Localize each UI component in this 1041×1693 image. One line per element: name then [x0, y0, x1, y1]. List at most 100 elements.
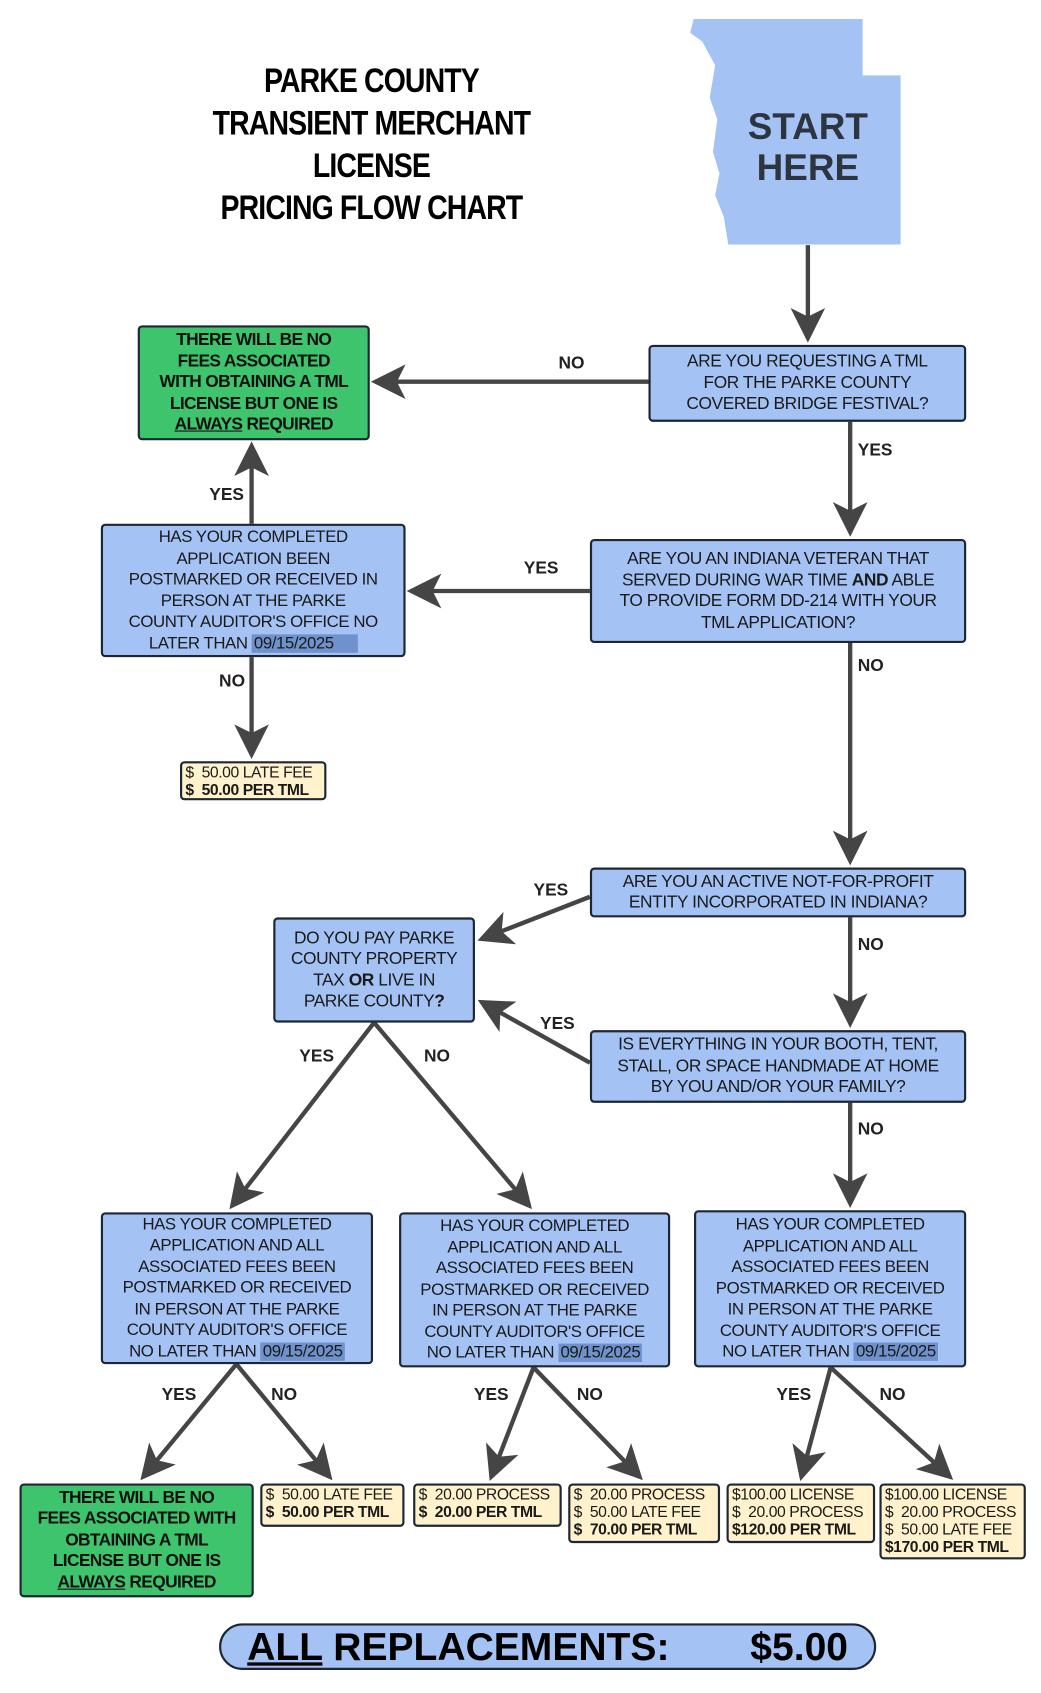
arrow	[234, 1362, 333, 1481]
text-line: TML APPLICATION?	[700, 613, 856, 632]
text-line: HAS YOUR COMPLETED	[735, 1215, 925, 1235]
text-line: FOR THE PARKE COUNTY	[703, 373, 912, 393]
text-line: FEES ASSOCIATED	[177, 352, 331, 371]
nonprofit-question: ARE YOU AN ACTIVE NOT-FOR-PROFIT ENTITY I…	[589, 867, 967, 918]
text-line: $ 20.00 PROCESS	[418, 1486, 551, 1505]
text-line: IS EVERYTHING IN YOUR BOOTH, TENT,	[618, 1035, 938, 1055]
text-line: COUNTY PROPERTY	[290, 949, 458, 969]
text-line: ?	[434, 992, 445, 1011]
no-label: NO	[857, 657, 884, 676]
text-line: PRICING FLOW CHART	[220, 187, 524, 227]
replacement-price: $5.00	[750, 1624, 849, 1669]
text-line: HAS YOUR COMPLETED	[142, 1215, 332, 1234]
no-label: NO	[879, 1385, 906, 1405]
page-title: PARKE COUNTY TRANSIENT MERCHANT LICENSE …	[174, 60, 570, 229]
text-line: COUNTY AUDITOR'S OFFICE	[719, 1321, 941, 1341]
text-line: $ 50.00 LATE FEE	[185, 764, 313, 782]
text-line: PARKE COUNTY	[303, 992, 435, 1011]
fee-box: $100.00 LICENSE$ 20.00 PROCESS$120.00 PE…	[726, 1483, 876, 1544]
text-line: ALL	[247, 1624, 323, 1669]
text-line: $ 20.00 PER TML	[418, 1504, 543, 1522]
text-line: TAX	[313, 971, 349, 990]
text-line: $ 20.00 PROCESS	[573, 1486, 706, 1505]
deadline-question-resident: HAS YOUR COMPLETED APPLICATION AND ALL ASS…	[100, 1212, 374, 1365]
deadline-date: 09/15/2025	[260, 1342, 345, 1361]
text-line: LIVE IN	[373, 971, 436, 990]
fee-box: $ 20.00 PROCESS$ 20.00 PER TML	[413, 1483, 562, 1527]
text-line: IN PERSON AT THE PARKE	[727, 1300, 933, 1319]
text-line: LATER THAN	[148, 633, 252, 653]
text-line: START	[747, 106, 868, 148]
arrow	[140, 1362, 239, 1481]
fee-box: $ 50.00 LATE FEE$ 50.00 PER TML	[260, 1483, 405, 1527]
text-line: $120.00 PER TML	[731, 1521, 856, 1539]
text-line: NO LATER THAN	[426, 1343, 559, 1363]
text-line: REPLACEMENTS:	[322, 1624, 670, 1669]
arrow	[229, 1021, 376, 1210]
text-line: LICENSE BUT ONE IS	[52, 1552, 221, 1571]
yes-label: YES	[161, 1385, 197, 1405]
yes-label: YES	[209, 485, 245, 505]
no-label: NO	[857, 1120, 884, 1139]
text-line: HAS YOUR COMPLETED	[440, 1216, 630, 1236]
deadline-date: 09/15/2025	[558, 1343, 643, 1363]
text-line: COUNTY AUDITOR'S OFFICE	[424, 1322, 645, 1342]
text-line: PERSON AT THE PARKE	[160, 591, 346, 610]
text-line: POSTMARKED OR RECEIVED	[420, 1280, 649, 1299]
arrow	[792, 1366, 833, 1482]
text-line: ARE YOU REQUESTING A TML	[687, 352, 928, 372]
text-line: ABLE	[888, 570, 935, 590]
text-line: STALL, OR SPACE HANDMADE AT HOME	[617, 1057, 939, 1076]
fee-box: $ 20.00 PROCESS$ 50.00 LATE FEE$ 70.00 P…	[568, 1483, 721, 1544]
arrow	[531, 1365, 643, 1481]
deadline-date: 09/15/2025	[853, 1342, 938, 1362]
text-line: ASSOCIATED FEES BEEN	[731, 1258, 929, 1277]
text-line: COUNTY AUDITOR'S OFFICE NO	[128, 612, 379, 632]
text-line: ARE YOU AN ACTIVE NOT-FOR-PROFIT	[622, 872, 934, 891]
text-line: IN PERSON AT THE PARKE	[432, 1301, 638, 1320]
text-line: HERE	[756, 147, 860, 189]
text-line: WITH OBTAINING A TML	[159, 373, 349, 392]
text-line: REQUIRED	[242, 415, 334, 435]
text-line: APPLICATION AND ALL	[742, 1237, 918, 1256]
text-line: ASSOCIATED FEES BEEN	[138, 1257, 336, 1277]
text-line: ARE YOU AN INDIANA VETERAN THAT	[627, 549, 929, 569]
handmade-question: IS EVERYTHING IN YOUR BOOTH, TENT, STALL,…	[589, 1030, 967, 1103]
fee-box: $100.00 LICENSE$ 20.00 PROCESS$ 50.00 LA…	[879, 1483, 1026, 1560]
text-line: ALWAYS	[174, 415, 243, 435]
text-line: POSTMARKED OR RECEIVED	[122, 1278, 352, 1298]
text-line: NO LATER THAN	[129, 1342, 261, 1361]
text-line: OR	[348, 971, 375, 990]
fee-box: $ 50.00 LATE FEE$ 50.00 PER TML	[180, 761, 327, 801]
text-line: $ 70.00 PER TML	[573, 1521, 698, 1539]
text-line: $100.00 LICENSE	[731, 1486, 854, 1505]
text-line: HAS YOUR COMPLETED	[158, 528, 348, 547]
yes-label: YES	[540, 1014, 575, 1034]
arrow	[485, 1366, 536, 1481]
arrow	[477, 894, 591, 945]
text-line: BY YOU AND/OR YOUR FAMILY?	[650, 1078, 906, 1097]
text-line: LICENSE BUT ONE IS	[169, 394, 338, 413]
no-label: NO	[857, 935, 884, 955]
text-line: OBTAINING A TML	[65, 1530, 209, 1550]
text-line: $ 50.00 PER TML	[185, 781, 309, 800]
deadline-date: 09/15/2025	[251, 633, 358, 653]
yes-label: YES	[523, 559, 559, 578]
text-line: THERE WILL BE NO	[59, 1488, 215, 1508]
start-shape	[690, 18, 901, 245]
text-line: IN PERSON AT THE PARKE	[134, 1299, 340, 1319]
no-fee-result: THERE WILL BE NO FEES ASSOCIATED WITH OBTA…	[137, 325, 370, 441]
no-label: NO	[271, 1385, 298, 1405]
yes-label: YES	[533, 881, 569, 901]
text-line: ENTITY INCORPORATED IN INDIANA?	[628, 893, 928, 912]
text-line: APPLICATION AND ALL	[149, 1236, 325, 1255]
text-line: $ 20.00 PROCESS	[731, 1504, 864, 1522]
text-line: $ 50.00 LATE FEE	[573, 1504, 701, 1522]
text-line: THERE WILL BE NO	[176, 331, 332, 350]
